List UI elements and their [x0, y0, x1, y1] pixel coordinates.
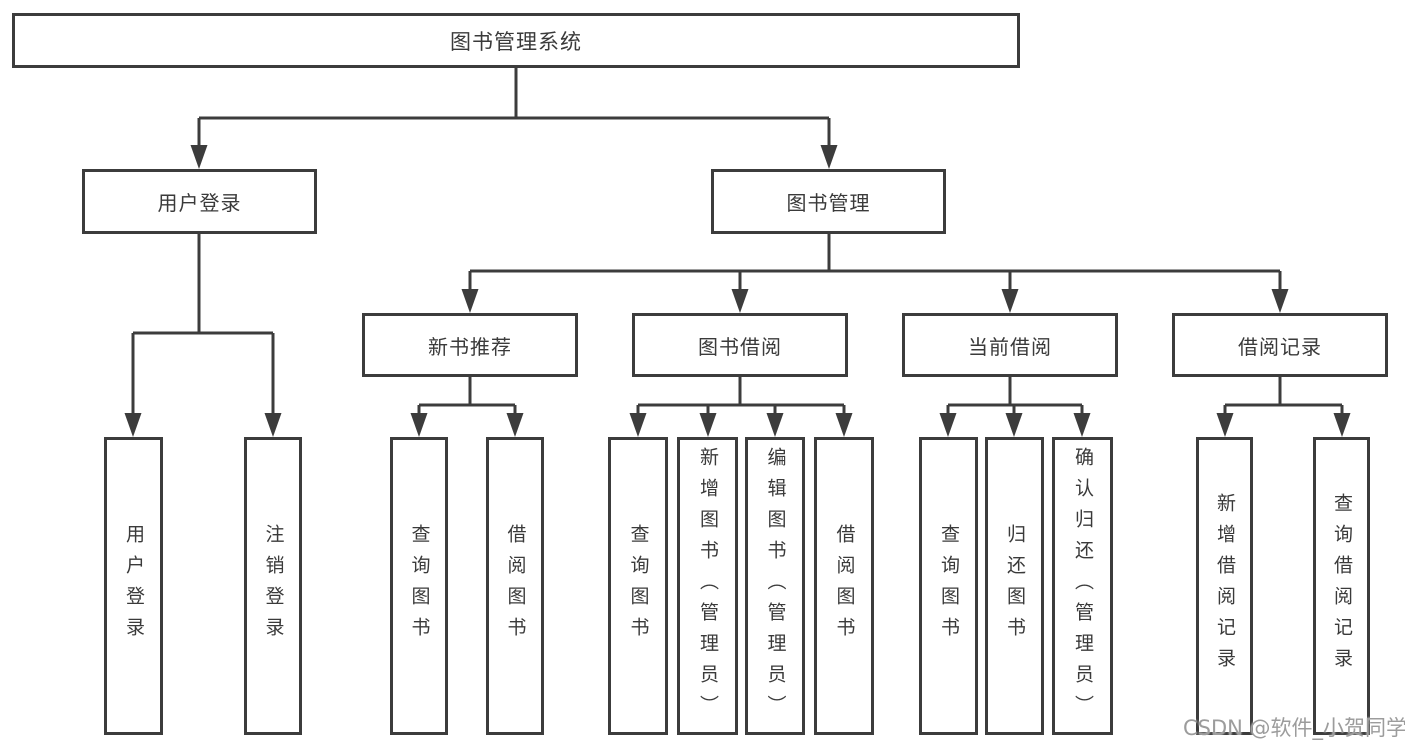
csdn-watermark: CSDN @软件_小贺同学 [1183, 716, 1405, 740]
leaf-logout: 注销登录 [244, 437, 302, 735]
leaf-edit-book-admin: 编辑图书（管理员） [745, 437, 805, 735]
node-current-borrow: 当前借阅 [902, 313, 1118, 377]
node-root: 图书管理系统 [12, 13, 1020, 68]
leaf-add-book-admin: 新增图书（管理员） [677, 437, 738, 735]
leaf-return-books-label: 归还图书 [1004, 524, 1026, 648]
leaf-current-query-books: 查询图书 [919, 437, 978, 735]
leaf-recommend-borrow-books: 借阅图书 [486, 437, 544, 735]
leaf-borrow-query-books-label: 查询图书 [627, 524, 650, 648]
leaf-confirm-return-admin: 确认归还（管理员） [1052, 437, 1113, 735]
leaf-borrow-query-books: 查询图书 [608, 437, 668, 735]
leaf-confirm-return-admin-label: 确认归还（管理员） [1072, 446, 1094, 726]
leaf-user-login: 用户登录 [104, 437, 163, 735]
node-book-management-branch: 图书管理 [711, 169, 946, 234]
leaf-logout-label: 注销登录 [262, 524, 285, 648]
leaf-recommend-query-books: 查询图书 [390, 437, 448, 735]
node-new-book-recommend: 新书推荐 [362, 313, 578, 377]
leaf-edit-book-admin-label: 编辑图书（管理员） [764, 446, 787, 726]
leaf-recommend-query-books-label: 查询图书 [408, 524, 431, 648]
leaf-borrow-books-label: 借阅图书 [833, 524, 856, 648]
leaf-return-books: 归还图书 [985, 437, 1044, 735]
leaf-query-borrow-record: 查询借阅记录 [1313, 437, 1370, 735]
leaf-current-query-books-label: 查询图书 [938, 524, 960, 648]
leaf-add-book-admin-label: 新增图书（管理员） [697, 446, 719, 726]
leaf-borrow-books: 借阅图书 [814, 437, 874, 735]
leaf-recommend-borrow-books-label: 借阅图书 [504, 524, 527, 648]
node-book-borrow: 图书借阅 [632, 313, 848, 377]
leaf-user-login-label: 用户登录 [123, 524, 145, 648]
arrowheads [124, 145, 1351, 437]
node-borrow-records: 借阅记录 [1172, 313, 1388, 377]
leaf-query-borrow-record-label: 查询借阅记录 [1331, 493, 1353, 679]
leaf-add-borrow-record-label: 新增借阅记录 [1214, 493, 1236, 679]
leaf-add-borrow-record: 新增借阅记录 [1196, 437, 1253, 735]
node-user-login-branch: 用户登录 [82, 169, 317, 234]
